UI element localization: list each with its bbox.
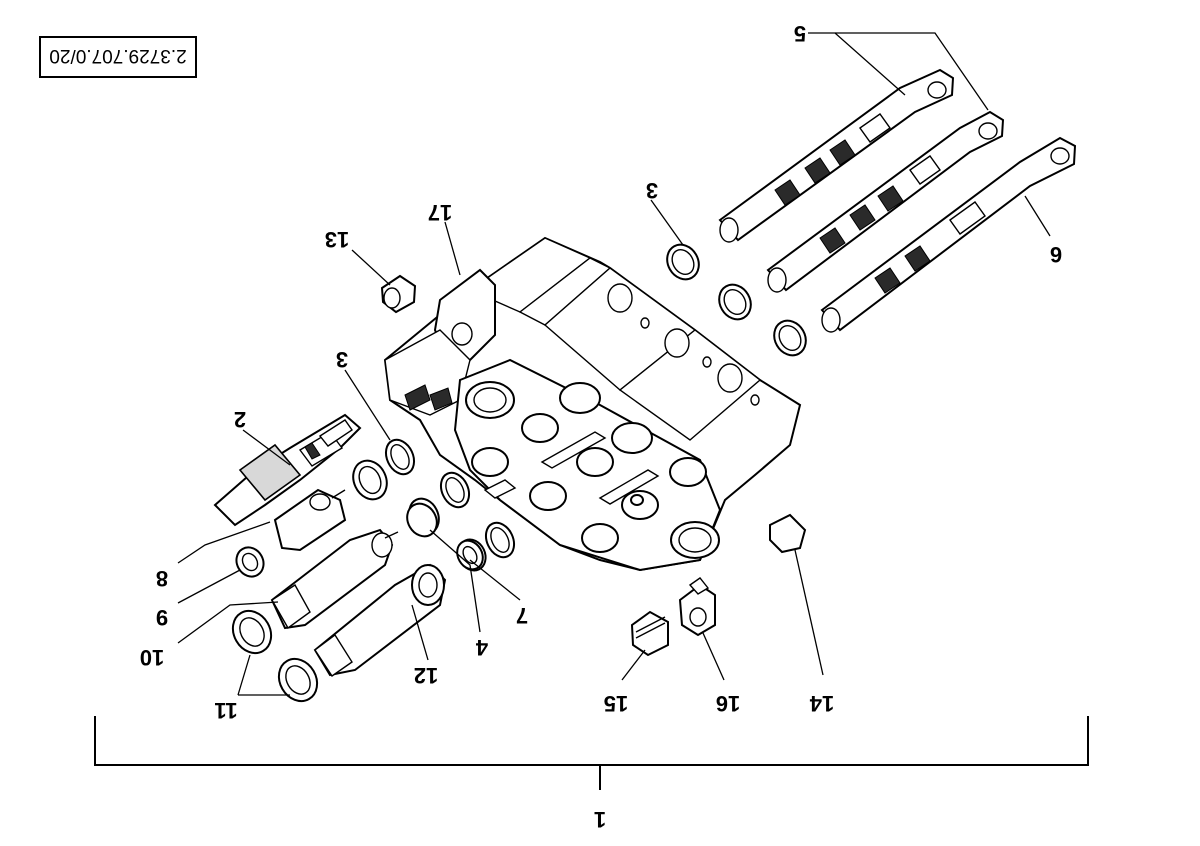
cartridge-2 [213, 413, 362, 527]
callout-2: 2 [234, 407, 246, 432]
callout-3a: 3 [646, 178, 658, 203]
callout-14: 14 [809, 691, 834, 716]
o-rings-spool-side [666, 243, 807, 357]
reference-number-box: 2.3729.707.0/20 [39, 36, 197, 78]
callout-12: 12 [414, 663, 438, 688]
seals-11 [231, 609, 319, 703]
seal-9 [235, 546, 265, 578]
cartridge-12 [313, 563, 447, 677]
spool-1 [718, 68, 955, 243]
spool-2 [766, 110, 1005, 293]
callout-5: 5 [794, 21, 806, 46]
callout-15: 15 [604, 691, 628, 716]
callout-labels: 1 2 3 3 4 5 6 7 8 9 10 11 12 13 14 15 16… [140, 21, 1062, 832]
plug-14 [769, 513, 807, 554]
callout-3b: 3 [336, 347, 348, 372]
valve-body [383, 236, 802, 572]
callout-8: 8 [156, 566, 168, 591]
leader-lines [177, 32, 1051, 696]
plug-13 [380, 274, 417, 314]
callout-13: 13 [325, 227, 349, 252]
cartridge-10 [270, 528, 399, 630]
cartridge-8 [273, 488, 347, 552]
seal-7 [456, 539, 484, 571]
plug-15 [630, 610, 669, 657]
spool-3 [820, 136, 1077, 333]
callout-7: 7 [516, 603, 528, 628]
callout-17: 17 [428, 200, 452, 225]
valve-16 [678, 577, 716, 637]
assembly-bracket [94, 716, 1089, 790]
callout-6: 6 [1050, 242, 1062, 267]
callout-11: 11 [214, 698, 237, 723]
seal-4 [406, 502, 438, 538]
reference-number-text: 2.3729.707.0/20 [49, 45, 186, 66]
callout-9: 9 [156, 605, 168, 630]
callout-4: 4 [475, 635, 488, 660]
callout-10: 10 [140, 645, 164, 670]
callout-1: 1 [594, 807, 606, 832]
callout-16: 16 [716, 691, 740, 716]
